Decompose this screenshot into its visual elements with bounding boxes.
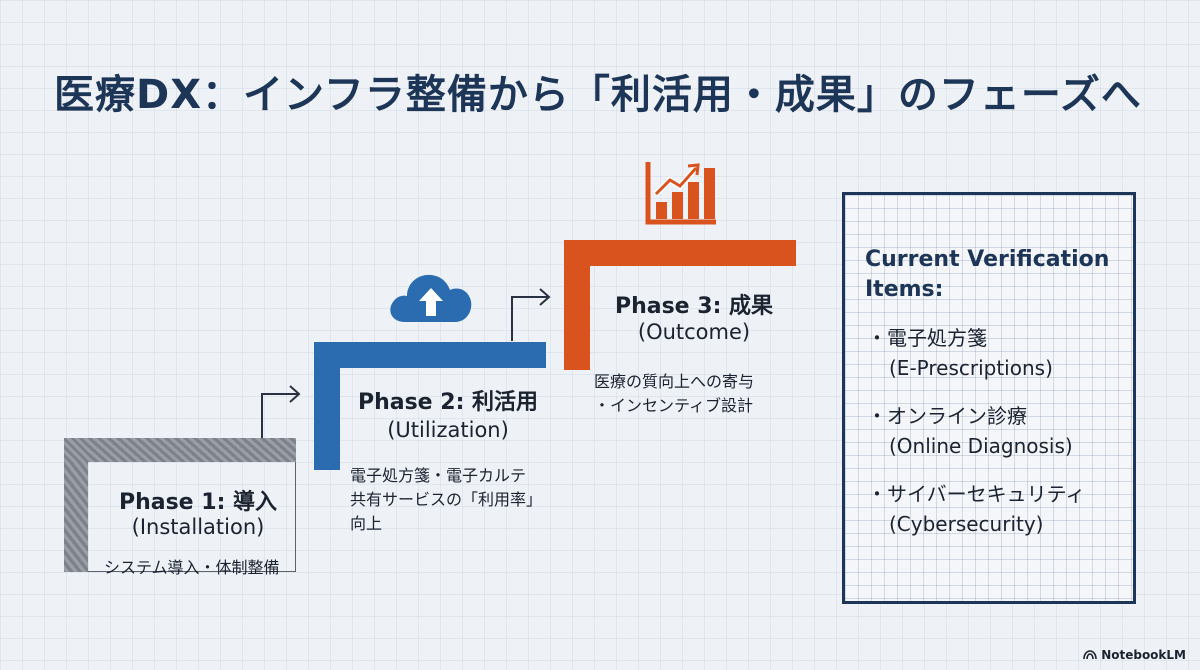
arrow-up-right-icon — [511, 288, 551, 341]
panel-item: ・オンライン診療 (Online Diagnosis) — [867, 401, 1073, 461]
phase-2-label: Phase 2: 利活用 — [357, 390, 539, 415]
phase-3-label: Phase 3: 成果 — [614, 294, 774, 319]
panel-item-en: (Online Diagnosis) — [889, 434, 1073, 458]
panel-item: ・サイバーセキュリティ (Cybersecurity) — [867, 479, 1085, 539]
phase-3-description: 医療の質向上への寄与 ・インセンティブ設計 — [594, 370, 754, 418]
phase-3-step — [564, 240, 796, 370]
phase-3-subtitle: (Outcome) — [637, 320, 751, 344]
panel-item: ・電子処方箋 (E-Prescriptions) — [867, 323, 1053, 383]
phase-3-description-line: ・インセンティブ設計 — [594, 396, 754, 415]
phase-1-label: Phase 1: 導入 — [118, 490, 278, 515]
phase-1-description-line: システム導入・体制整備 — [104, 558, 280, 577]
arrow-up-right-icon — [261, 385, 301, 438]
phase-1-subtitle: (Installation) — [131, 515, 265, 539]
phase-2-description-line: 向上 — [350, 514, 383, 533]
phase-2-description-line: 共有サービスの「利用率」 — [350, 490, 543, 509]
notebooklm-logo-text: NotebookLM — [1101, 648, 1186, 662]
phase-2-description: 電子処方箋・電子カルテ 共有サービスの「利用率」 向上 — [350, 464, 542, 536]
panel-title: Current Verification Items: — [865, 247, 1110, 302]
phase-1-description: システム導入・体制整備 — [104, 556, 280, 580]
panel-item-ja: ・オンライン診療 — [867, 404, 1027, 428]
phase-2-step — [314, 342, 546, 470]
panel-item-en: (Cybersecurity) — [889, 512, 1044, 536]
panel-item-en: (E-Prescriptions) — [889, 356, 1053, 380]
panel-item-ja: ・電子処方箋 — [867, 326, 987, 350]
notebooklm-logo: NotebookLM — [1083, 648, 1186, 662]
cloud-upload-icon — [390, 274, 472, 322]
phase-1-step-texture — [64, 438, 296, 572]
panel-item-ja: ・サイバーセキュリティ — [867, 482, 1086, 506]
notebooklm-logo-icon — [1083, 650, 1097, 660]
phase-2-subtitle: (Utilization) — [387, 418, 509, 442]
bar-chart-growth-icon — [645, 162, 716, 225]
phase-3-description-line: 医療の質向上への寄与 — [594, 372, 755, 391]
page-title: 医療DX：インフラ整備から「利活用・成果」のフェーズへ — [54, 72, 1142, 118]
verification-panel: Current Verification Items: ・電子処方箋 (E-Pr… — [842, 192, 1136, 604]
phase-2-description-line: 電子処方箋・電子カルテ — [350, 466, 527, 485]
